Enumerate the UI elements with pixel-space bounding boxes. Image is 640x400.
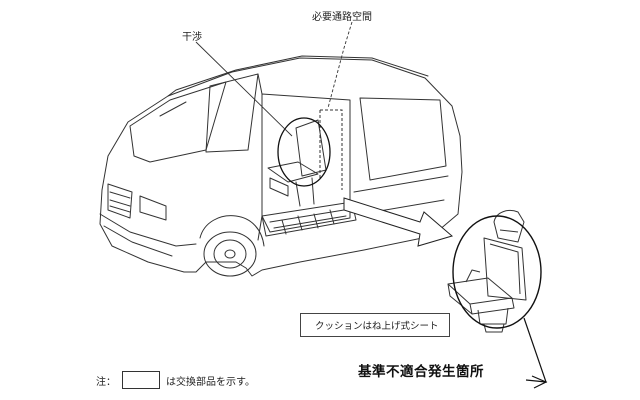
interior-seat bbox=[267, 119, 327, 207]
detail-circle bbox=[452, 215, 542, 329]
van-roof-line bbox=[167, 55, 429, 97]
passage-space bbox=[319, 109, 343, 190]
headlight bbox=[139, 195, 167, 221]
cushion-seat-box: クッションはね上げ式シート bbox=[300, 313, 450, 337]
van-body-outline bbox=[99, 57, 463, 277]
interference-circle bbox=[277, 117, 331, 187]
footnote: 注： は交換部品を示す。 bbox=[96, 371, 255, 389]
footnote-text: は交換部品を示す。 bbox=[166, 376, 255, 388]
label-passage-space: 必要通路空間 bbox=[312, 12, 372, 23]
replacement-part-swatch bbox=[122, 371, 160, 389]
windshield bbox=[129, 81, 227, 163]
footnote-prefix: 注： bbox=[96, 376, 116, 388]
label-interference: 干渉 bbox=[182, 32, 202, 43]
rear-side-window bbox=[359, 97, 447, 181]
detail-seat bbox=[447, 209, 527, 333]
leader-defect bbox=[523, 317, 547, 383]
front-bumper bbox=[99, 213, 197, 247]
label-defect-location: 基準不適合発生箇所 bbox=[358, 364, 484, 380]
sliding-door-opening bbox=[261, 93, 351, 233]
front-door-window bbox=[205, 73, 259, 153]
leader-interference bbox=[195, 41, 293, 137]
label-cushion-seat: クッションはね上げ式シート bbox=[315, 321, 439, 332]
pointer-arrow bbox=[343, 197, 454, 247]
grille bbox=[107, 183, 133, 219]
floor-step bbox=[261, 201, 357, 237]
leader-passage bbox=[327, 21, 353, 109]
front-wheel bbox=[199, 215, 265, 277]
